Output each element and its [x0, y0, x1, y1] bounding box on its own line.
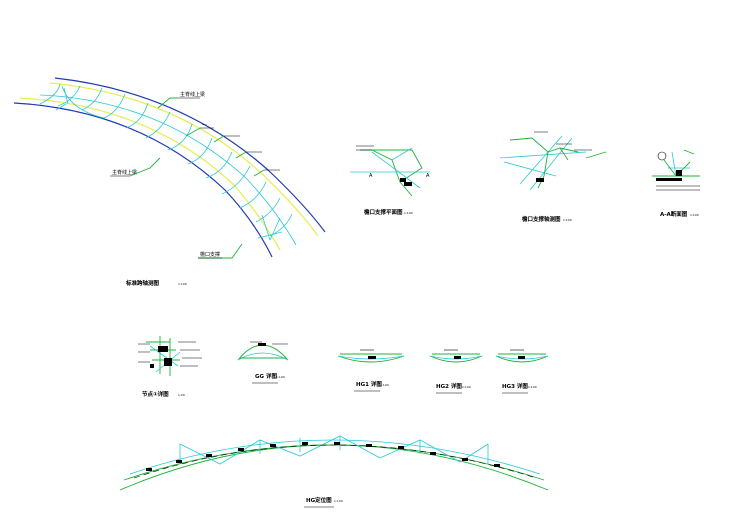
- node-detail-scale: 1:20: [178, 393, 185, 397]
- axon-scale: 1:100: [178, 282, 187, 286]
- eave-plan-scale: 1:100: [404, 211, 413, 215]
- eave-plan-mark-left: A: [369, 173, 373, 179]
- eave-plan-title: 檐口支撑平面图: [364, 208, 403, 216]
- section-aa-scale: 1:100: [690, 213, 699, 217]
- hg3-detail-view: HG3 详图 1:100: [495, 349, 549, 394]
- hg1-detail-scale: 1:100: [380, 383, 389, 387]
- axon-title: 标准跨轴测图: [125, 279, 160, 287]
- gg-detail-scale: 1:100: [276, 375, 285, 379]
- hg2-detail-title: HG2 详图: [436, 382, 462, 390]
- hg2-detail-scale: 1:100: [462, 385, 471, 389]
- hg-location-title: HG定位图: [306, 496, 332, 504]
- node-detail-title: 节点①详图: [142, 390, 169, 398]
- gg-detail-view: GG 详图 1:100: [237, 341, 289, 384]
- eave-plan-mark-right: A: [426, 173, 430, 179]
- svg-text:—: —: [202, 122, 207, 128]
- axon-callout-3: 檐口支撑: [200, 251, 220, 258]
- axon-callout-1: 主脊线上梁: [180, 91, 205, 98]
- eave-axon-title: 檐口支撑轴测图: [522, 215, 561, 223]
- hg1-detail-view: HG1 详图 1:100: [337, 349, 405, 392]
- node-detail-view: 节点①详图 1:20: [138, 336, 202, 398]
- hg2-detail-view: HG2 详图 1:100: [429, 349, 483, 394]
- section-aa-title: A-A断面图: [660, 210, 688, 218]
- axon-callout-2: 主脊线上梁: [112, 169, 137, 176]
- gg-detail-title: GG 详图: [255, 372, 277, 380]
- hg1-detail-title: HG1 详图: [356, 380, 382, 388]
- eave-axon-scale: 1:100: [563, 218, 572, 222]
- hg3-detail-title: HG3 详图: [502, 382, 528, 390]
- axonometric-view: 主脊线上梁 主脊线上梁 檐口支撑 — 标准跨轴测图 1:100: [13, 77, 326, 287]
- eave-plan-view: A A 檐口支撑平面图 1:100: [350, 145, 430, 216]
- section-aa-view: A-A断面图 1:100: [652, 149, 700, 218]
- eave-axon-view: 檐口支撑轴测图 1:100: [499, 131, 607, 223]
- section-marker-circle: [657, 151, 667, 161]
- hg-location-view: HG定位图 1:100: [119, 435, 549, 508]
- hg3-detail-scale: 1:100: [528, 385, 537, 389]
- hg-location-scale: 1:100: [334, 499, 343, 503]
